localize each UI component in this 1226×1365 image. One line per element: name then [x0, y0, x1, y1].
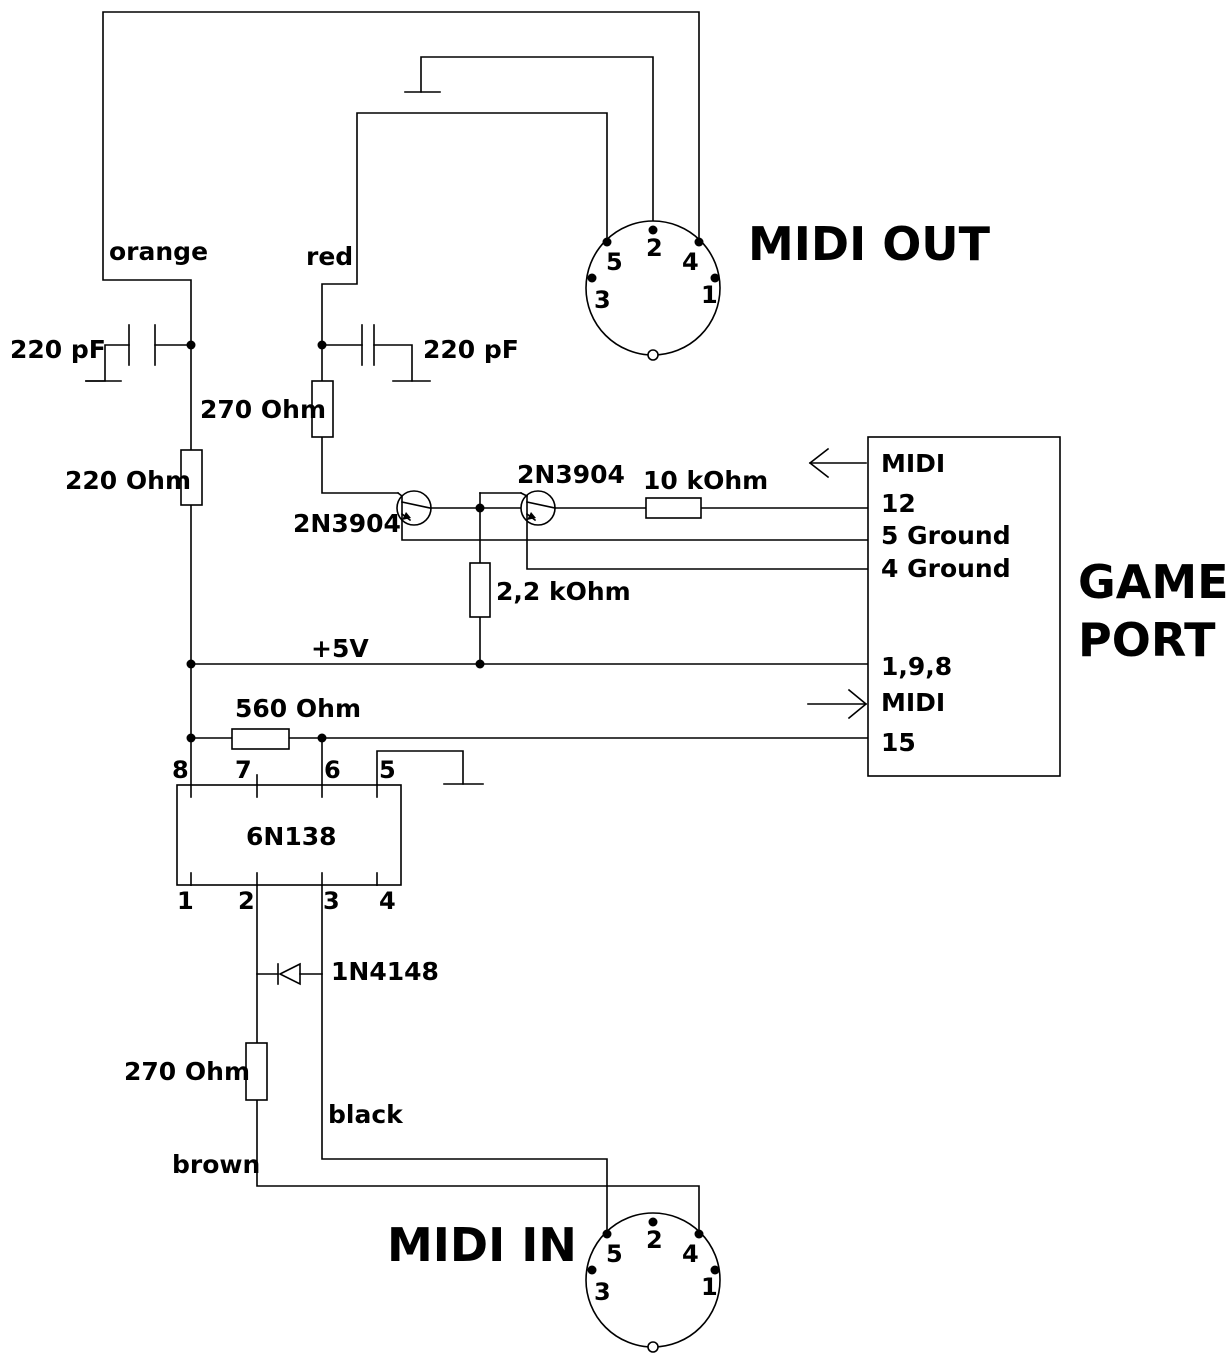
game-port-box	[867, 436, 1061, 777]
junction-dot	[317, 340, 327, 350]
junction-dot	[186, 340, 196, 350]
optocoupler-6n138	[176, 784, 402, 886]
midi-in-pin-1: 1	[701, 1273, 718, 1301]
opto-pin-1: 1	[177, 887, 194, 915]
midi-in-pin-2: 2	[646, 1226, 663, 1254]
gameport-midi-in-label: MIDI	[881, 688, 945, 717]
arrow-left-icon	[808, 447, 867, 479]
resistor-2k2	[469, 562, 491, 618]
junction-dot	[186, 659, 196, 669]
midi-out-pin-5: 5	[606, 248, 623, 276]
game-port-title-line2: PORT	[1078, 613, 1216, 667]
midi-out-pin-2: 2	[646, 234, 663, 262]
supply-label: +5V	[311, 634, 369, 663]
resistor-270-ohm-bottom	[245, 1042, 268, 1101]
r-270-bottom-label: 270 Ohm	[124, 1057, 250, 1086]
r-220-label: 220 Ohm	[65, 466, 191, 495]
junction-dot	[317, 733, 327, 743]
midi-out-title: MIDI OUT	[748, 217, 991, 271]
capacitor-left	[128, 324, 156, 366]
resistor-10k	[645, 497, 702, 519]
r-270-top-label: 270 Ohm	[200, 395, 326, 424]
midi-in-connector	[585, 1212, 721, 1353]
cap-right-label: 220 pF	[423, 335, 519, 364]
midi-out-connector	[585, 220, 721, 361]
junction-dot	[186, 733, 196, 743]
arrow-right-icon	[807, 688, 868, 720]
resistor-220-ohm	[180, 449, 203, 506]
transistor-right-label: 2N3904	[517, 460, 625, 489]
gameport-pin-12: 12	[881, 489, 916, 518]
gameport-pin-15: 15	[881, 728, 916, 757]
capacitor-right	[361, 324, 375, 366]
resistor-560-ohm	[231, 728, 290, 750]
midi-out-pin-1: 1	[701, 281, 718, 309]
wire-label-black: black	[328, 1100, 404, 1129]
opto-pin-5: 5	[379, 756, 396, 784]
wire-label-brown: brown	[172, 1150, 260, 1179]
game-port-title-line1: GAME	[1078, 555, 1226, 609]
gameport-ground-5: 5 Ground	[881, 521, 1011, 550]
midi-in-pin-3: 3	[594, 1278, 611, 1306]
wire-label-orange: orange	[109, 237, 208, 266]
transistor-left-label: 2N3904	[293, 509, 401, 538]
junction-dot	[475, 659, 485, 669]
midi-out-pin-3: 3	[594, 286, 611, 314]
junction-dots	[186, 340, 485, 743]
cap-left-label: 220 pF	[10, 335, 106, 364]
r-2k2-label: 2,2 kOhm	[496, 577, 631, 606]
transistor-left	[396, 490, 432, 526]
r-560-label: 560 Ohm	[235, 694, 361, 723]
opto-pin-8: 8	[172, 756, 189, 784]
wire-label-red: red	[306, 242, 353, 271]
midi-in-pin-5: 5	[606, 1240, 623, 1268]
midi-in-pin-4: 4	[682, 1240, 699, 1268]
opto-pin-6: 6	[324, 756, 341, 784]
junction-dot	[475, 503, 485, 513]
optocoupler-pin-ticks	[190, 784, 378, 886]
diode-label: 1N4148	[331, 957, 439, 986]
transistor-right	[519, 490, 556, 526]
opto-pin-2: 2	[238, 887, 255, 915]
optocoupler-name: 6N138	[246, 822, 337, 851]
wires	[85, 11, 869, 1233]
gameport-midi-out-label: MIDI	[881, 449, 945, 478]
diode	[277, 962, 301, 986]
opto-pin-4: 4	[379, 887, 396, 915]
resistor-270-ohm-top	[311, 380, 334, 438]
opto-pin-7: 7	[235, 756, 252, 784]
gameport-ground-4: 4 Ground	[881, 554, 1011, 583]
midi-in-title: MIDI IN	[387, 1218, 577, 1272]
opto-pin-3: 3	[323, 887, 340, 915]
midi-out-pin-4: 4	[682, 248, 699, 276]
gameport-power-pins: 1,9,8	[881, 652, 952, 681]
r-10k-label: 10 kOhm	[643, 466, 768, 495]
